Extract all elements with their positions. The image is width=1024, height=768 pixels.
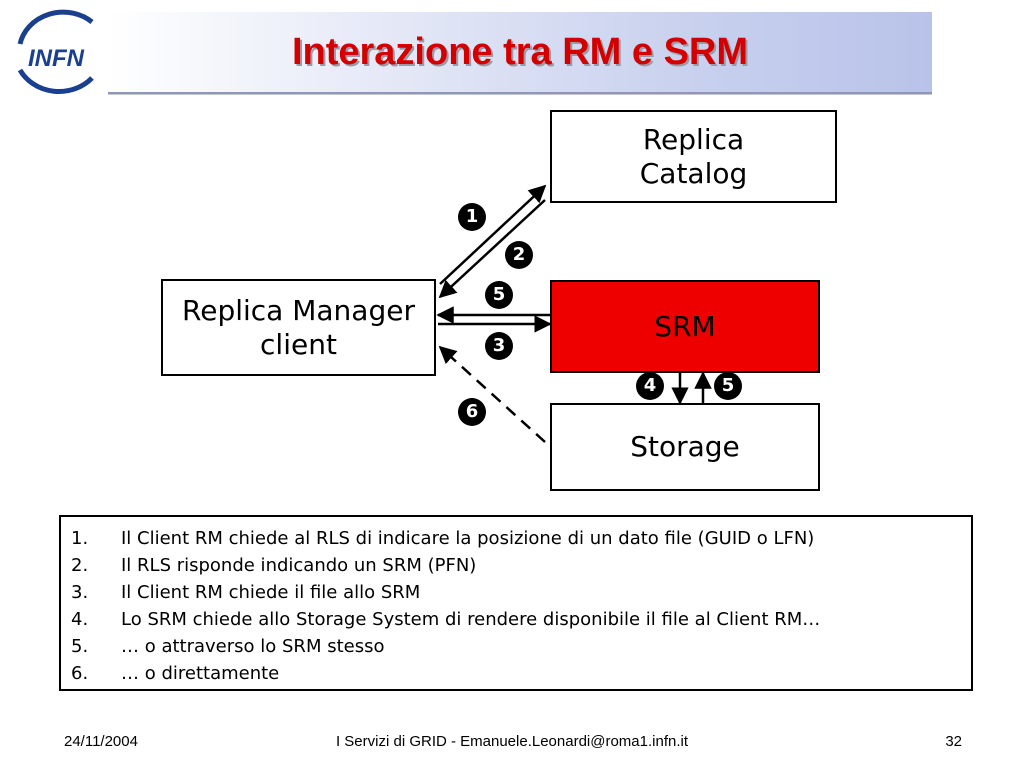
- step-item: 2.Il RLS risponde indicando un SRM (PFN): [71, 555, 477, 576]
- rm-label-line1: Replica Manager: [182, 293, 415, 327]
- steps-list-box: 1.Il Client RM chiede al RLS di indicare…: [59, 515, 973, 691]
- srm-label: SRM: [654, 309, 716, 343]
- steps-list: 1.Il Client RM chiede al RLS di indicare…: [71, 525, 961, 687]
- infn-logo: INFN: [6, 8, 106, 98]
- replica-catalog-box: Replica Catalog: [550, 110, 837, 203]
- step-item: 6.… o direttamente: [71, 663, 280, 684]
- step-item: 1.Il Client RM chiede al RLS di indicare…: [71, 528, 815, 549]
- footer-date: 24/11/2004: [64, 733, 138, 750]
- catalog-label-line1: Replica: [642, 122, 745, 156]
- step-item: 5.… o attraverso lo SRM stesso: [71, 636, 385, 657]
- arrow-2-catalog-to-rm: [438, 199, 546, 299]
- logo-text: INFN: [28, 45, 85, 72]
- step-marker-2: 2: [505, 241, 533, 269]
- storage-box: Storage: [550, 403, 820, 491]
- title-bar: Interazione tra RM e SRM: [108, 12, 932, 94]
- slide-title: Interazione tra RM e SRM: [291, 31, 749, 73]
- step-marker-5-srm-rm: 5: [485, 281, 513, 309]
- arrow-6-storage-to-rm: [438, 345, 546, 443]
- step-marker-3: 3: [485, 332, 513, 360]
- srm-box: SRM: [550, 280, 820, 373]
- step-marker-6: 6: [458, 398, 486, 426]
- page-number: 32: [945, 733, 962, 750]
- catalog-label-line2: Catalog: [639, 156, 748, 190]
- replica-manager-client-box: Replica Manager client: [161, 279, 436, 376]
- storage-label: Storage: [630, 430, 740, 463]
- footer-author: I Servizi di GRID - Emanuele.Leonardi@ro…: [335, 733, 689, 750]
- step-item: 4.Lo SRM chiede allo Storage System di r…: [71, 609, 821, 630]
- arrow-1-rm-to-catalog: [439, 184, 547, 285]
- rm-label-line2: client: [260, 327, 337, 361]
- step-item: 3.Il Client RM chiede il file allo SRM: [71, 582, 421, 603]
- step-marker-5-storage-srm: 5: [714, 372, 742, 400]
- step-marker-4: 4: [636, 372, 664, 400]
- step-marker-1: 1: [458, 203, 486, 231]
